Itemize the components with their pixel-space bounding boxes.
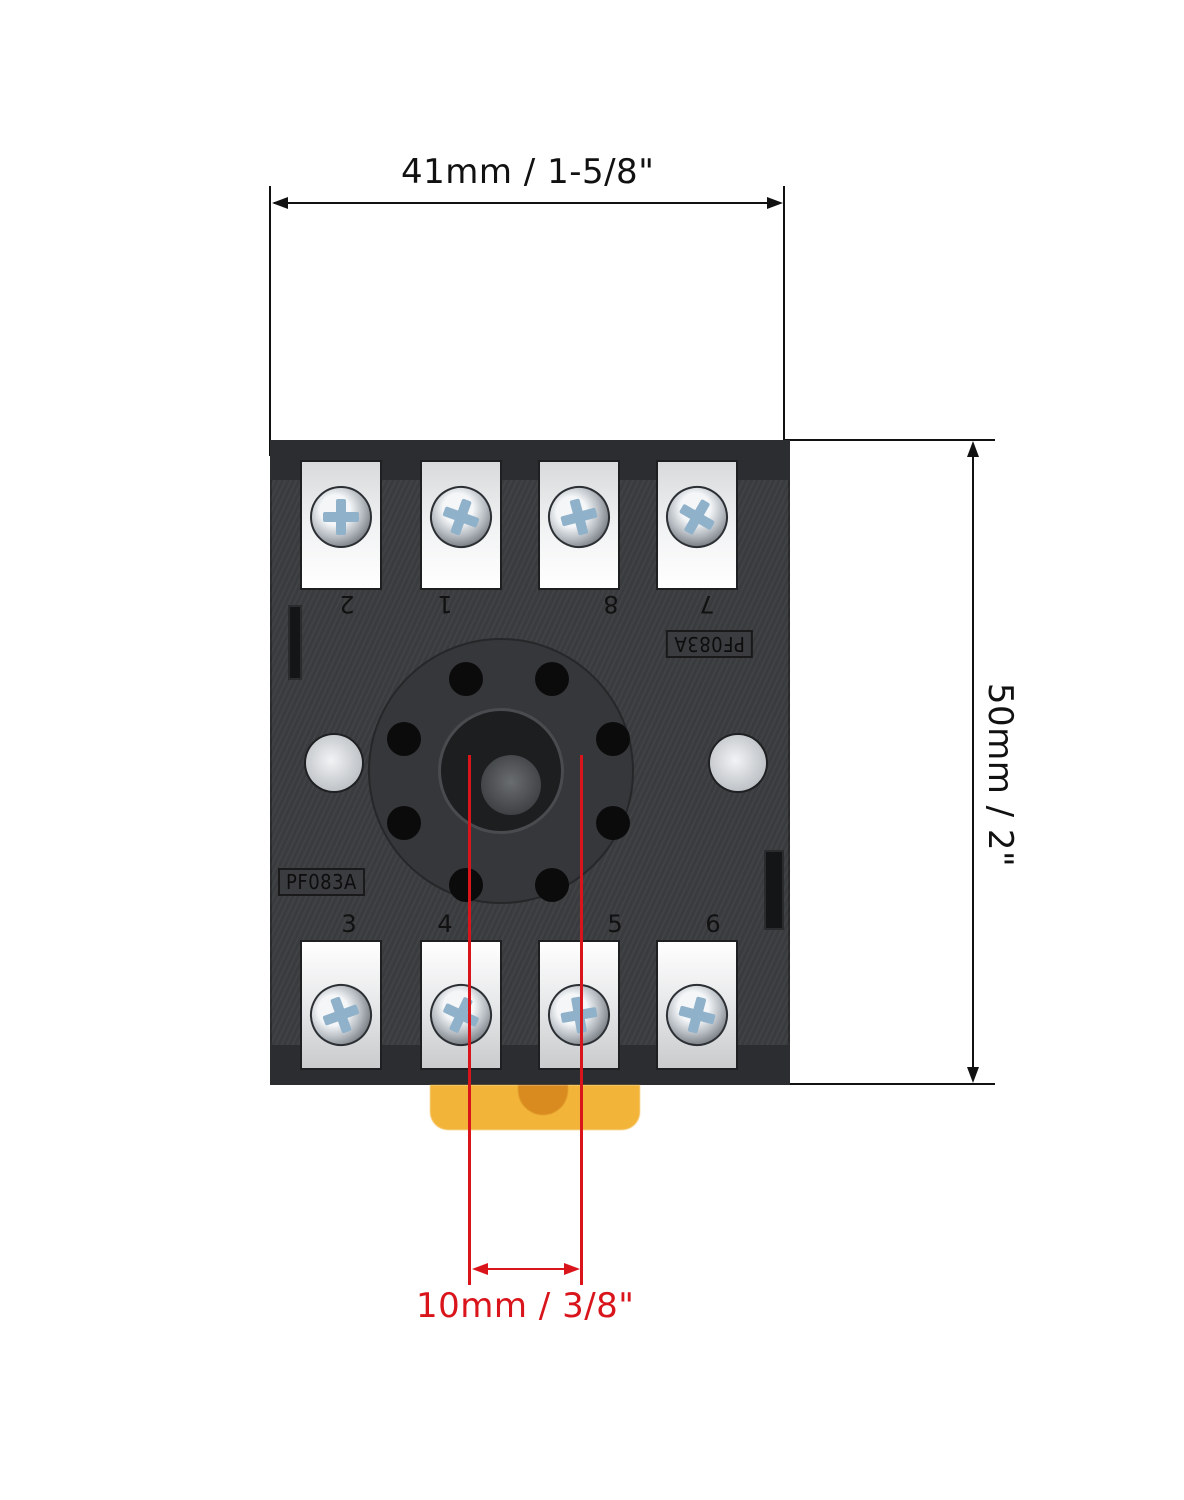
pin-spacing-dimension-line — [476, 1268, 576, 1270]
terminal-6 — [656, 940, 738, 1070]
arrow-right-icon — [767, 197, 783, 209]
pin-hole-5 — [535, 868, 569, 902]
height-extension-line-top — [785, 439, 995, 441]
height-dimension-line — [972, 444, 974, 1080]
center-key-hole — [441, 711, 561, 831]
screw-icon — [543, 979, 615, 1051]
model-marking-bottom: PF083A — [278, 868, 365, 896]
right-latch-slot — [764, 850, 784, 930]
left-mounting-hole — [306, 735, 362, 791]
pin-spacing-extension-right — [580, 755, 583, 1285]
arrow-right-icon — [564, 1263, 580, 1275]
terminal-number-2: 2 — [339, 590, 355, 618]
center-key-post — [481, 755, 541, 815]
pin-hole-8 — [535, 662, 569, 696]
din-rail-clip — [430, 1085, 640, 1130]
terminal-8 — [538, 460, 620, 590]
arrow-left-icon — [272, 197, 288, 209]
right-mounting-hole — [710, 735, 766, 791]
screw-icon — [310, 486, 372, 548]
height-dimension-label: 50mm / 2" — [980, 682, 1020, 868]
terminal-number-3: 3 — [341, 910, 357, 938]
height-extension-line-bottom — [785, 1083, 995, 1085]
arrow-up-icon — [967, 441, 979, 457]
pin-hole-7 — [596, 722, 630, 756]
terminal-4 — [419, 940, 503, 1070]
terminal-number-1: 1 — [437, 590, 453, 618]
screw-icon — [654, 474, 740, 560]
screw-icon — [659, 977, 735, 1053]
pin-spacing-label: 10mm / 3/8" — [416, 1286, 635, 1326]
width-extension-line-left — [269, 186, 271, 456]
pin-hole-3 — [387, 806, 421, 840]
arrow-down-icon — [967, 1067, 979, 1083]
pin-hole-6 — [596, 806, 630, 840]
pin-hole-2 — [387, 722, 421, 756]
width-dimension-line — [274, 202, 780, 204]
octal-socket-hub — [370, 640, 632, 902]
terminal-7 — [654, 460, 740, 590]
pin-spacing-extension-left — [468, 755, 471, 1285]
pin-hole-1 — [449, 662, 483, 696]
screw-icon — [301, 975, 381, 1055]
arrow-left-icon — [472, 1263, 488, 1275]
screw-icon — [419, 973, 503, 1057]
model-marking-top: PF083A — [666, 630, 753, 658]
terminal-number-7: 7 — [699, 590, 715, 618]
screw-icon — [541, 479, 617, 555]
left-latch-slot — [288, 605, 302, 680]
width-extension-line-right — [783, 186, 785, 441]
relay-socket: 2 1 8 7 PF083A PF083A 3 4 5 6 — [270, 440, 790, 1085]
terminal-number-5: 5 — [607, 910, 623, 938]
screw-icon — [421, 477, 501, 557]
terminal-number-4: 4 — [437, 910, 453, 938]
terminal-number-6: 6 — [705, 910, 721, 938]
pin-hole-4 — [449, 868, 483, 902]
width-dimension-label: 41mm / 1-5/8" — [401, 152, 655, 192]
terminal-number-8: 8 — [603, 590, 619, 618]
terminal-3 — [300, 940, 382, 1070]
terminal-2 — [300, 460, 382, 590]
terminal-5 — [538, 940, 620, 1070]
terminal-1 — [420, 460, 502, 590]
